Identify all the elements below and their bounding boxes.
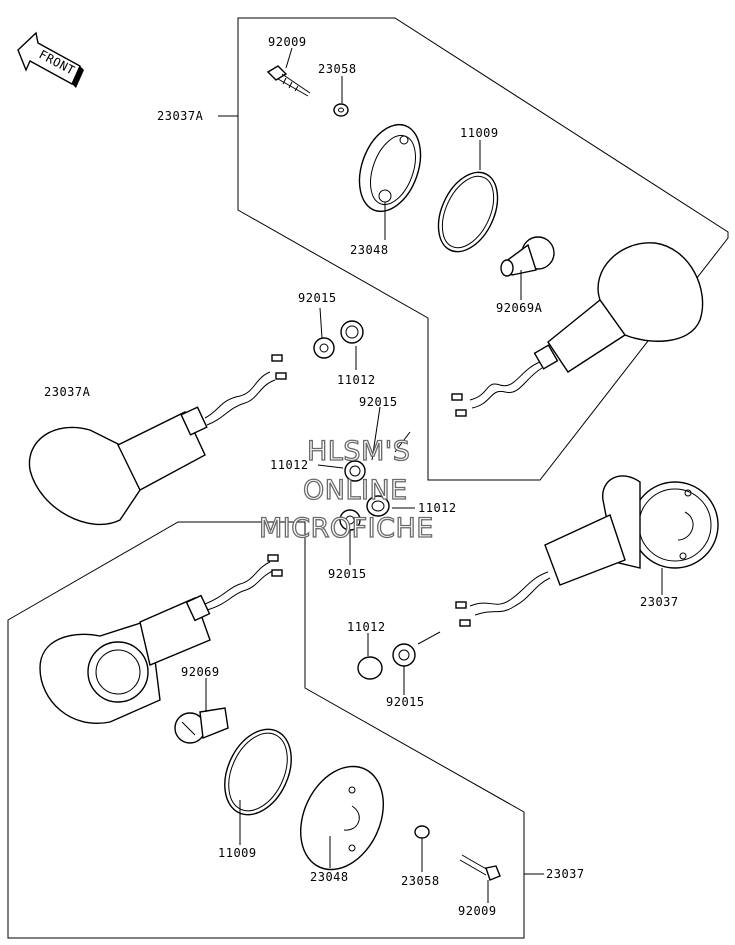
part-label-92015-d: 92015 [386,695,425,709]
lens-base-part-top [358,123,422,213]
part-label-92069a: 92069A [496,301,543,315]
part-label-92009-top: 92009 [268,35,307,49]
front-arrow-icon: FRONT [17,31,84,88]
part-label-23058-bottom: 23058 [401,874,440,888]
bush-part-b [344,460,366,482]
bush-part-a [340,320,364,344]
watermark: HLSM'S ONLINE MICROFICHE [258,435,434,544]
washer-part-top [333,103,349,117]
turn-signal-part-right [455,475,719,627]
watermark-line-2: ONLINE [303,475,408,506]
part-label-11009-bottom: 11009 [218,846,257,860]
part-label-11009-top: 11009 [460,126,499,140]
bush-part-d [357,656,383,680]
part-label-92015-b: 92015 [359,395,398,409]
turn-signal-part-left [28,354,287,525]
part-label-92015-c: 92015 [328,567,367,581]
part-label-11012-b: 11012 [270,458,309,472]
nut-part-d [392,643,416,667]
group-outline-bottom [7,521,525,939]
part-label-23037-right: 23037 [640,595,679,609]
screw-part-bottom [459,854,501,881]
bush-part-c [366,495,390,517]
part-label-11012-a: 11012 [337,373,376,387]
part-label-92069: 92069 [181,665,220,679]
part-label-11012-d: 11012 [347,620,386,634]
part-label-23048-top: 23048 [350,243,389,257]
lens-part-bottom [299,765,385,871]
nut-part-a [313,337,335,359]
watermark-line-3: MICROFICHE [259,513,434,544]
part-label-23058-top: 23058 [318,62,357,76]
gasket-ring-part-bottom [224,728,292,816]
part-label-23037a-left: 23037A [44,385,91,399]
turn-signal-part-top-right [451,242,704,417]
gasket-ring-part-top [437,171,499,253]
watermark-line-1: HLSM'S [307,436,410,467]
bulb-part-top [500,236,555,277]
part-label-11012-c: 11012 [418,501,457,515]
turn-signal-housing-part-bottom [39,554,283,724]
bulb-part-bottom [174,707,229,744]
part-label-23048-bottom: 23048 [310,870,349,884]
part-label-92015-a: 92015 [298,291,337,305]
washer-part-bottom [414,825,430,839]
part-label-92009-bottom: 92009 [458,904,497,918]
group-outline-top [237,17,729,481]
leader-lines [205,47,663,903]
screw-part-top [266,65,311,97]
part-label-23037a-top: 23037A [157,109,204,123]
part-label-23037-bottom: 23037 [546,867,585,881]
